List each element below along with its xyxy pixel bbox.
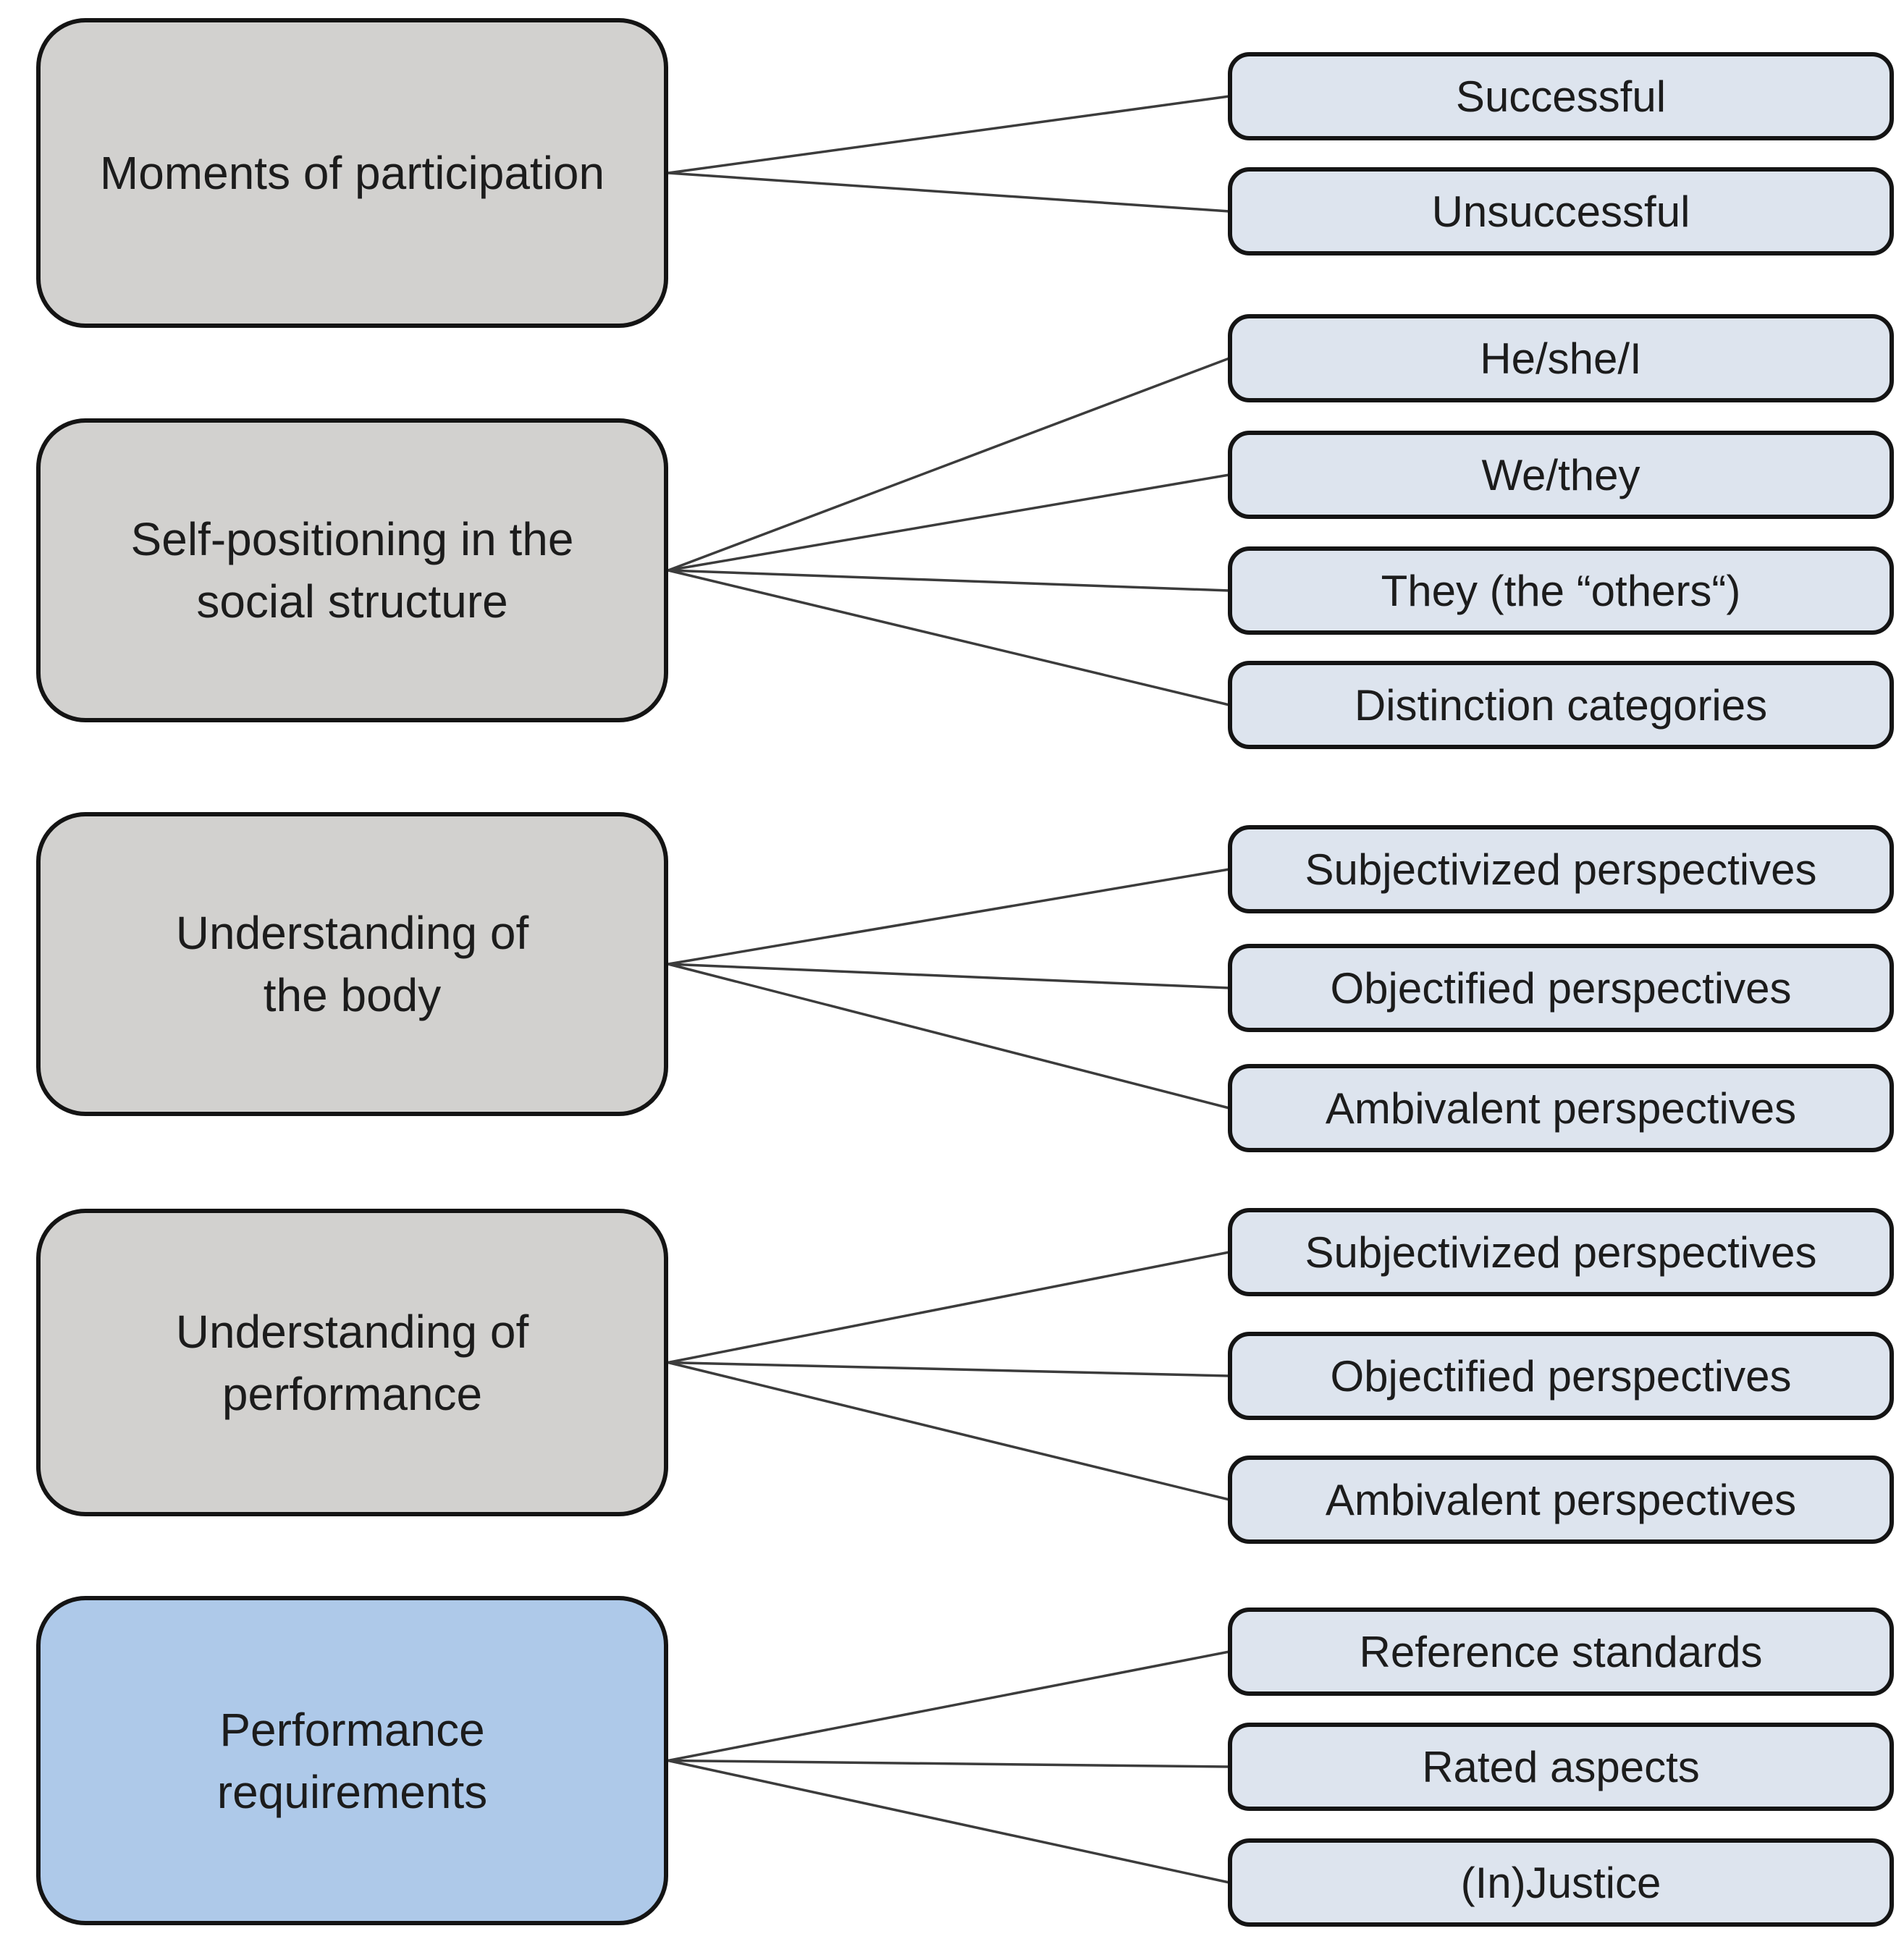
subcategory-box-they-the-others: They (the “others“) bbox=[1228, 546, 1894, 635]
subcategory-box-subjectivized-perspectives-body: Subjectivized perspectives bbox=[1228, 825, 1894, 913]
category-box-understanding-of-performance: Understanding of performance bbox=[36, 1209, 668, 1516]
subcategory-box-objectified-perspectives-body: Objectified perspectives bbox=[1228, 944, 1894, 1032]
subcategory-box-subjectivized-perspectives-performance: Subjectivized perspectives bbox=[1228, 1208, 1894, 1296]
subcategory-box-in-justice: (In)Justice bbox=[1228, 1838, 1894, 1927]
category-box-moments-of-participation: Moments of participation bbox=[36, 18, 668, 328]
subcategory-box-unsuccessful: Unsuccessful bbox=[1228, 167, 1894, 255]
subcategory-box-reference-standards: Reference standards bbox=[1228, 1608, 1894, 1696]
subcategory-box-objectified-perspectives-performance: Objectified perspectives bbox=[1228, 1332, 1894, 1420]
subcategory-box-ambivalent-perspectives-performance: Ambivalent perspectives bbox=[1228, 1456, 1894, 1544]
subcategory-box-rated-aspects: Rated aspects bbox=[1228, 1723, 1894, 1811]
subcategory-box-distinction-categories: Distinction categories bbox=[1228, 661, 1894, 749]
category-box-self-positioning-social-structure: Self-positioning in the social structure bbox=[36, 418, 668, 722]
subcategory-box-ambivalent-perspectives-body: Ambivalent perspectives bbox=[1228, 1064, 1894, 1152]
category-box-understanding-of-the-body: Understanding of the body bbox=[36, 812, 668, 1116]
subcategory-box-successful: Successful bbox=[1228, 52, 1894, 140]
category-box-performance-requirements: Performance requirements bbox=[36, 1596, 668, 1925]
subcategory-box-he-she-i: He/she/I bbox=[1228, 314, 1894, 402]
subcategory-box-we-they: We/they bbox=[1228, 431, 1894, 519]
